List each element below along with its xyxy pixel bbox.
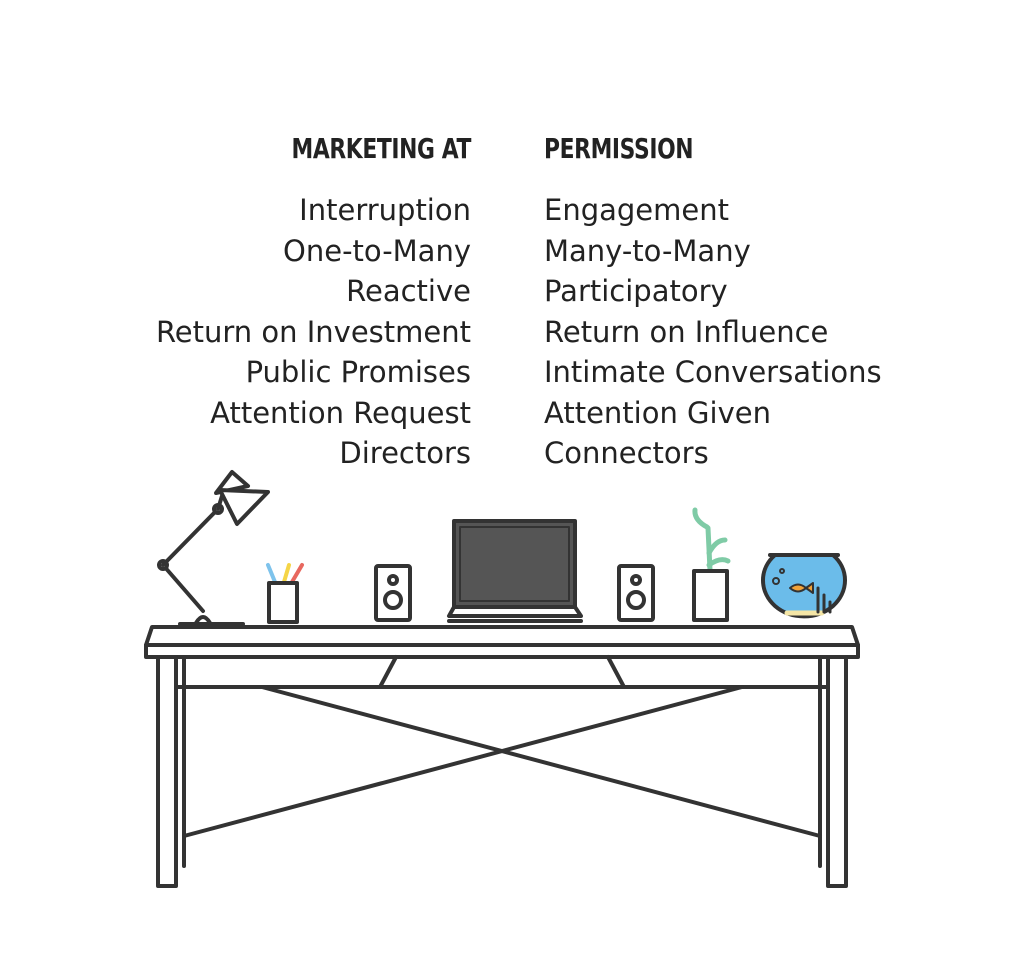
- speaker-left-icon: [374, 564, 412, 622]
- list-item: Return on Influence: [544, 314, 829, 349]
- list-item: Attention Request: [210, 395, 471, 430]
- list-item: One-to-Many: [283, 233, 471, 268]
- list-item: Engagement: [544, 193, 729, 227]
- list-item: Intimate Conversations: [544, 355, 882, 389]
- list-item: Attention Given: [544, 395, 771, 430]
- desk-icon: [144, 625, 860, 888]
- list-item: Directors: [339, 436, 471, 470]
- pencil-cup-icon: [266, 563, 304, 624]
- list-item: Connectors: [544, 436, 709, 470]
- permission-column: PERMISSION Engagement Many-to-Many Parti…: [544, 128, 882, 474]
- marketing-at-column: MARKETING AT Interruption One-to-Many Re…: [156, 128, 471, 474]
- plant-icon: [692, 507, 731, 622]
- fishbowl-icon: [761, 553, 847, 619]
- list-item: Many-to-Many: [544, 233, 751, 268]
- laptop-icon: [447, 519, 583, 623]
- list-item: Return on Investment: [155, 314, 471, 349]
- desk-lamp-icon: [157, 470, 270, 626]
- list-item: Reactive: [346, 274, 471, 308]
- column-heading: PERMISSION: [544, 132, 694, 165]
- list-item: Public Promises: [245, 355, 471, 389]
- list-item: Participatory: [544, 274, 728, 308]
- speaker-right-icon: [617, 564, 655, 622]
- column-heading: MARKETING AT: [291, 132, 471, 165]
- list-item: Interruption: [299, 193, 471, 227]
